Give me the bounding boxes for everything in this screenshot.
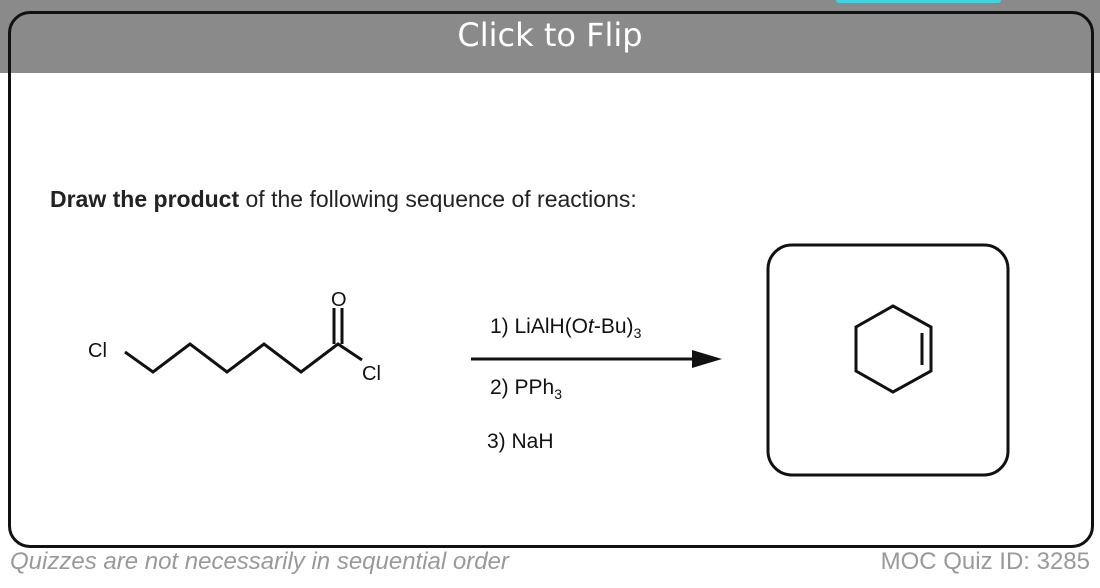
top-tab-indicator — [836, 0, 1001, 3]
atom-o: O — [331, 289, 347, 311]
question-rest: of the following sequence of reactions: — [239, 186, 637, 212]
reagent-step-1: 1) LiAlH(Ot-Bu)3 — [490, 315, 642, 342]
arrow-head-icon — [692, 350, 722, 368]
carbon-chain — [124, 342, 363, 374]
sequence-note: Quizzes are not necessarily in sequentia… — [10, 548, 509, 575]
atom-cl-left: Cl — [88, 340, 107, 362]
reagent-step-2: 2) PPh3 — [490, 376, 562, 403]
reagent-step-3: 3) NaH — [487, 430, 554, 453]
question-bold: Draw the product — [50, 186, 240, 212]
question-text: Draw the product of the following sequen… — [50, 186, 637, 213]
cyclohexene-structure — [854, 304, 933, 394]
reactant-structure — [124, 308, 363, 374]
click-to-flip-label[interactable]: Click to Flip — [457, 16, 643, 54]
answer-box[interactable] — [766, 243, 1010, 477]
atom-cl-right: Cl — [362, 363, 381, 385]
quiz-id: MOC Quiz ID: 3285 — [880, 548, 1090, 575]
quiz-card[interactable] — [8, 11, 1094, 548]
